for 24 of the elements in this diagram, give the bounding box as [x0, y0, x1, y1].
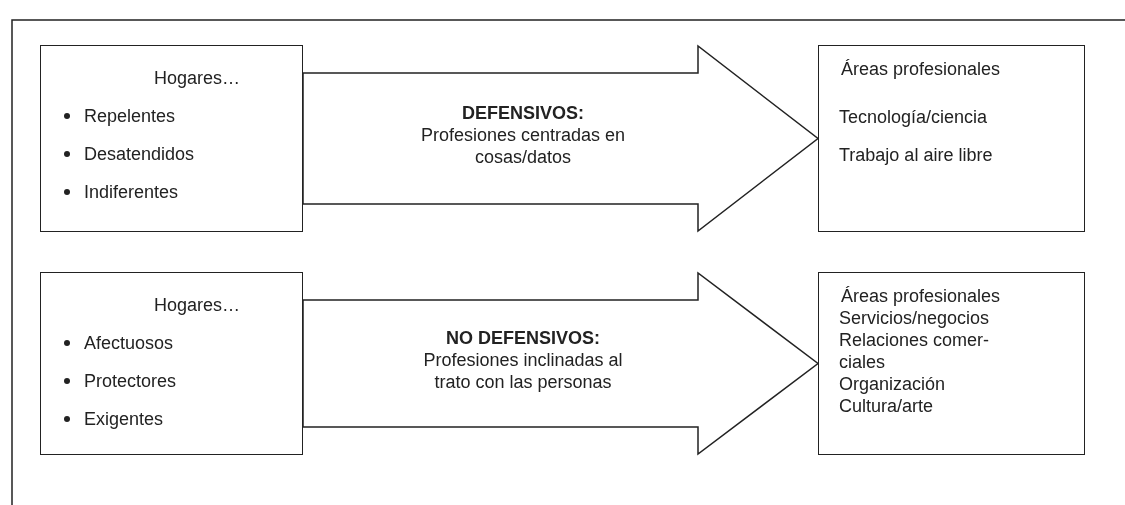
list-item: Exigentes [84, 408, 164, 430]
list-item: Desatendidos [84, 143, 195, 165]
list-box [40, 45, 303, 232]
area-item: Servicios/negocios [839, 307, 991, 329]
box-heading: Áreas profesionales [841, 58, 1001, 80]
area-box [818, 272, 1085, 455]
area-box [818, 45, 1085, 232]
box-heading: Hogares… [154, 294, 241, 316]
box-heading: Áreas profesionales [841, 285, 1001, 307]
box-heading: Hogares… [154, 67, 241, 89]
area-item: Trabajo al aire libre [839, 144, 994, 166]
list-item: Protectores [84, 370, 177, 392]
list-item: Afectuosos [84, 332, 174, 354]
edge-label: NO DEFENSIVOS: Profesiones inclinadas al trato con las personas [422, 326, 624, 393]
list-item: Repelentes [84, 105, 176, 127]
block-arrow [302, 44, 820, 233]
area-item: Organización [839, 373, 947, 395]
block-arrow [302, 271, 820, 456]
list-item: Indiferentes [84, 181, 179, 203]
list-box [40, 272, 303, 455]
edge-label: DEFENSIVOS: Profesiones centradas en cosas/datos [419, 101, 627, 168]
area-item: Relaciones comer-ciales [839, 329, 991, 373]
area-item: Tecnología/ciencia [839, 106, 989, 128]
area-item: Cultura/arte [839, 395, 935, 417]
